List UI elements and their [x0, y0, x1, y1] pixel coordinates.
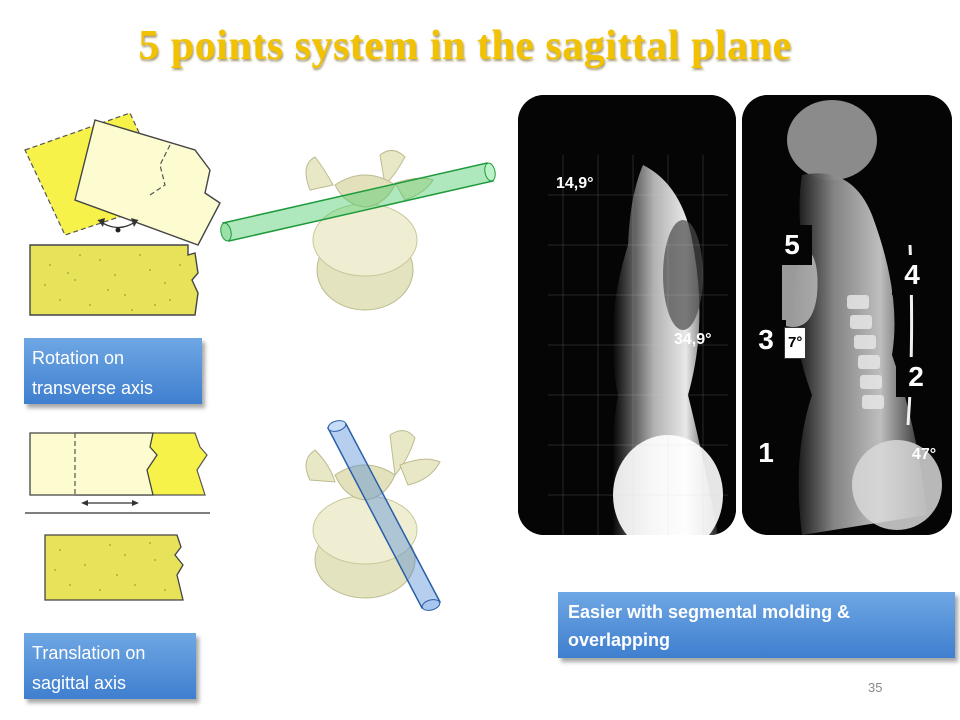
- caption-molding: Easier with segmental molding & overlapp…: [558, 592, 955, 658]
- angle-label-7: 7°: [784, 327, 807, 359]
- xray-left-image: [518, 95, 736, 535]
- translation-arrow-icon: [81, 500, 139, 506]
- rotated-block-cream: [74, 119, 221, 246]
- caption-rotation: Rotation on transverse axis: [24, 338, 202, 404]
- point-1-label: 1: [746, 433, 786, 473]
- translation-diagram: [25, 432, 210, 601]
- base-block-cream: [29, 432, 158, 496]
- page-number: 35: [868, 680, 883, 695]
- angle-label-bottom: 34,9°: [674, 331, 712, 348]
- angle-label-47: 47°: [912, 446, 937, 463]
- point-5-label: 5: [772, 225, 812, 265]
- green-rod: [220, 162, 496, 242]
- xray-right: 5 4 3 7° 2 1 47°: [742, 95, 952, 535]
- angle-label-top: 14,9°: [556, 175, 594, 192]
- blue-rod: [326, 420, 442, 611]
- point-4-label: 4: [892, 255, 932, 295]
- vertebra-blue-rod: [305, 420, 442, 611]
- base-block-yellow: [44, 534, 184, 601]
- rotation-arrow-icon: [97, 218, 139, 233]
- rotation-diagram: [24, 112, 221, 316]
- base-block-yellow: [29, 244, 199, 316]
- caption-translation: Translation on sagittal axis: [24, 633, 196, 699]
- xray-left: 14,9° 34,9°: [518, 95, 736, 535]
- slide-title: 5 points system in the sagittal plane: [138, 23, 792, 69]
- point-2-label: 2: [896, 357, 936, 397]
- point-3-label: 3: [746, 320, 786, 360]
- vertebra-icon: [305, 150, 434, 311]
- vertebra-icon: [305, 430, 441, 599]
- vertebra-green-rod: [220, 150, 496, 311]
